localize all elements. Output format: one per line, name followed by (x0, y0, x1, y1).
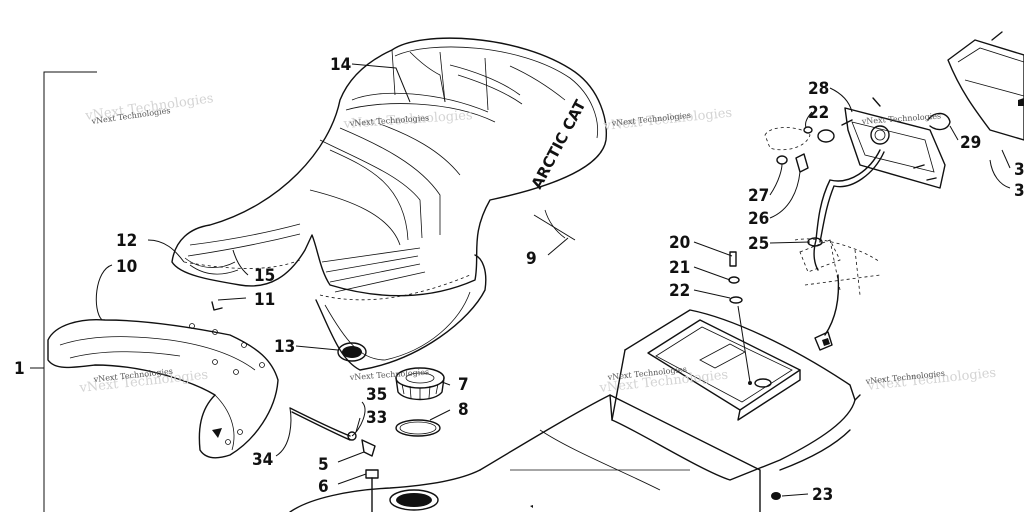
callout-21: 21 (669, 258, 690, 278)
part-10-cover (47, 318, 279, 459)
callout-3a: 3 (1014, 160, 1024, 180)
callout-14: 14 (330, 55, 351, 75)
callout-26: 26 (748, 209, 769, 229)
callout-29: 29 (960, 133, 981, 153)
gas-cap (395, 367, 445, 401)
callout-22-lower: 22 (669, 281, 690, 301)
vent-hose (289, 407, 379, 512)
rear-body (479, 238, 881, 512)
callout-12: 12 (116, 231, 137, 251)
part-8-gasket (395, 419, 441, 437)
callout-13: 13 (274, 337, 295, 357)
callout-3b: 3 (1014, 181, 1024, 201)
callout-7: 7 (458, 375, 469, 395)
fuel-tank (289, 469, 481, 512)
fasteners (728, 251, 751, 383)
taillight-assembly (764, 97, 951, 351)
callout-35: 35 (366, 385, 387, 405)
callout-23: 23 (812, 485, 833, 505)
callout-25: 25 (748, 234, 769, 254)
callout-11: 11 (254, 290, 275, 310)
bracket-line (43, 71, 97, 512)
seat-outline (171, 37, 607, 297)
part-13-fill (342, 346, 362, 358)
callout-33: 33 (366, 408, 387, 428)
callout-numbers: 1 5 6 7 8 9 10 11 12 13 14 15 20 21 22 2… (14, 55, 1024, 505)
callout-9: 9 (526, 249, 537, 269)
leader-lines (95, 63, 1011, 497)
callout-27: 27 (748, 186, 769, 206)
part-13-pad (337, 342, 367, 362)
callout-28: 28 (808, 79, 829, 99)
part-3-housing (947, 31, 1024, 141)
callout-8: 8 (458, 400, 469, 420)
watermark-text: vNext Technologies (861, 111, 942, 126)
callout-15: 15 (254, 266, 275, 286)
callout-5: 5 (318, 455, 329, 475)
callout-22-upper: 22 (808, 103, 829, 123)
callout-20: 20 (669, 233, 690, 253)
seat-assembly: ARCTIC CAT (171, 37, 607, 371)
callout-10: 10 (116, 257, 137, 277)
callout-1: 1 (14, 359, 25, 379)
callout-34: 34 (252, 450, 273, 470)
part-11-clip (211, 301, 223, 311)
brand-logo: ARCTIC CAT (528, 96, 590, 192)
callout-6: 6 (318, 477, 329, 497)
